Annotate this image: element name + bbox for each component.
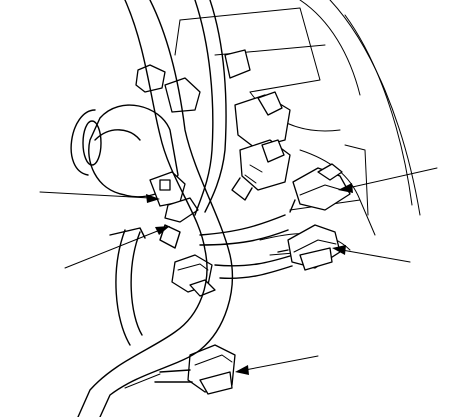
callout-arrows bbox=[39, 167, 438, 389]
connector-upper-right bbox=[289, 163, 351, 213]
connector-center bbox=[171, 254, 216, 297]
callout-line-3 bbox=[347, 167, 438, 189]
arrowhead-4 bbox=[332, 245, 346, 255]
injector-2-cap bbox=[224, 49, 251, 79]
connector-lower bbox=[154, 344, 236, 395]
callout-line-5 bbox=[244, 355, 319, 371]
secondary-wires bbox=[115, 0, 293, 346]
bracket-clip-top bbox=[135, 64, 166, 93]
injector-1 bbox=[164, 77, 201, 113]
arrowhead-1 bbox=[146, 194, 160, 203]
engine-housing-outline bbox=[174, 0, 421, 256]
callout-line-1 bbox=[39, 191, 151, 199]
main-wire-harness bbox=[77, 0, 234, 417]
arrowhead-2 bbox=[155, 226, 170, 235]
callout-line-4 bbox=[341, 249, 411, 263]
coolant-hose bbox=[70, 104, 179, 198]
arrowhead-5 bbox=[235, 365, 249, 375]
callout-line-2 bbox=[64, 229, 161, 269]
arrowhead-3 bbox=[338, 183, 353, 193]
injector-row bbox=[135, 49, 291, 201]
connector-middle-right bbox=[277, 224, 341, 271]
callout-line-6 bbox=[124, 373, 161, 389]
